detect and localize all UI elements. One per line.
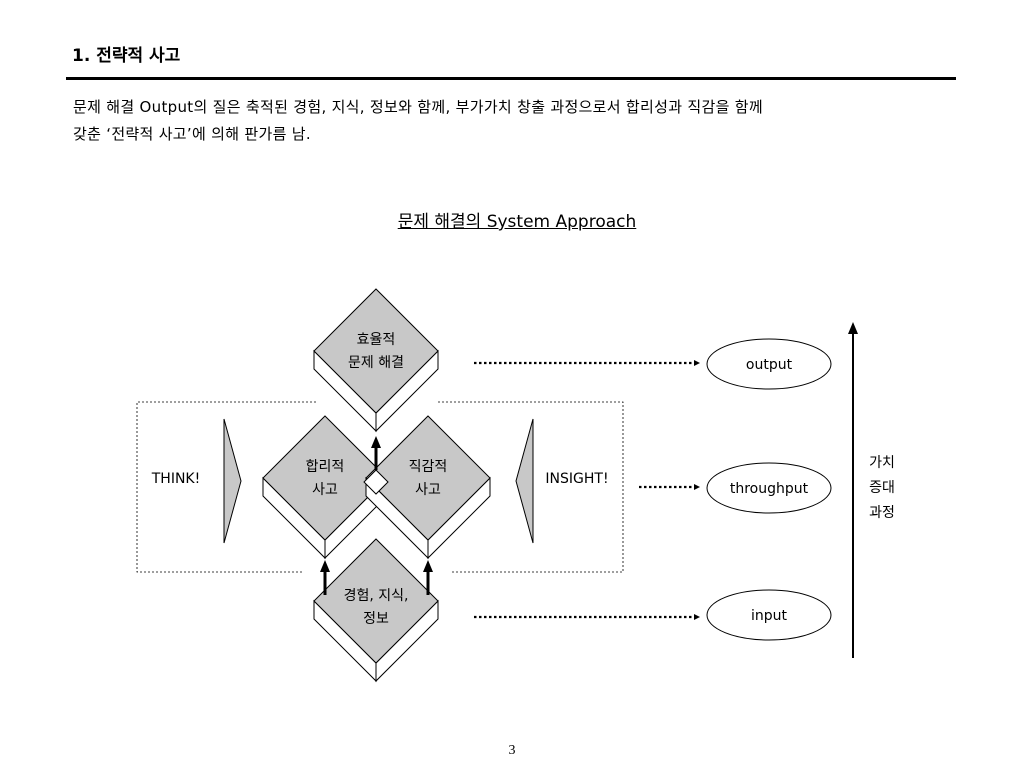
think-label: THINK! — [151, 471, 200, 487]
top-box-line-2: 문제 해결 — [348, 355, 404, 371]
insight-triangle — [515, 418, 534, 544]
input-ellipse — [706, 589, 832, 641]
intuitive-thinking-block — [365, 415, 491, 560]
throughput-label: throughput — [730, 481, 809, 497]
throughput-ellipse — [706, 462, 832, 514]
value-axis-line-3: 과정 — [869, 505, 895, 521]
diagram-title: 문제 해결의 System Approach — [397, 212, 637, 232]
left-box-line-2: 사고 — [312, 482, 338, 498]
top-box-line-1: 효율적 — [357, 332, 396, 348]
bold-up-arrows — [320, 436, 433, 595]
right-box-line-1: 직감적 — [409, 459, 448, 475]
center-diamond — [363, 469, 389, 495]
value-axis-line-1: 가치 — [869, 455, 895, 471]
intro-line-2: 갖춘 ‘전략적 사고’에 의해 판가름 남. — [73, 125, 311, 143]
heading-rule — [66, 77, 956, 80]
right-box-line-2: 사고 — [415, 482, 441, 498]
value-axis-line-2: 증대 — [869, 480, 895, 496]
dashed-frame — [136, 401, 624, 573]
experience-knowledge-block — [313, 538, 439, 683]
intro-paragraph: 문제 해결 Output의 질은 축적된 경험, 지식, 정보와 함께, 부가가… — [73, 94, 963, 148]
input-label: input — [751, 608, 788, 624]
intro-line-1: 문제 해결 Output의 질은 축적된 경험, 지식, 정보와 함께, 부가가… — [73, 98, 763, 116]
output-label: output — [746, 357, 793, 373]
section-heading: 1. 전략적 사고 — [72, 46, 181, 66]
bottom-box-line-2: 정보 — [363, 611, 389, 627]
dotted-arrows — [474, 361, 694, 619]
output-ellipse — [706, 338, 832, 390]
insight-label: INSIGHT! — [545, 471, 608, 487]
value-axis-arrowhead — [848, 322, 858, 334]
efficient-solving-block — [313, 288, 439, 433]
think-triangle — [223, 418, 242, 544]
bottom-box-line-1: 경험, 지식, — [344, 588, 409, 604]
dotted-arrow-heads — [694, 360, 700, 620]
page-number: 3 — [508, 743, 516, 758]
left-box-line-1: 합리적 — [306, 459, 345, 475]
